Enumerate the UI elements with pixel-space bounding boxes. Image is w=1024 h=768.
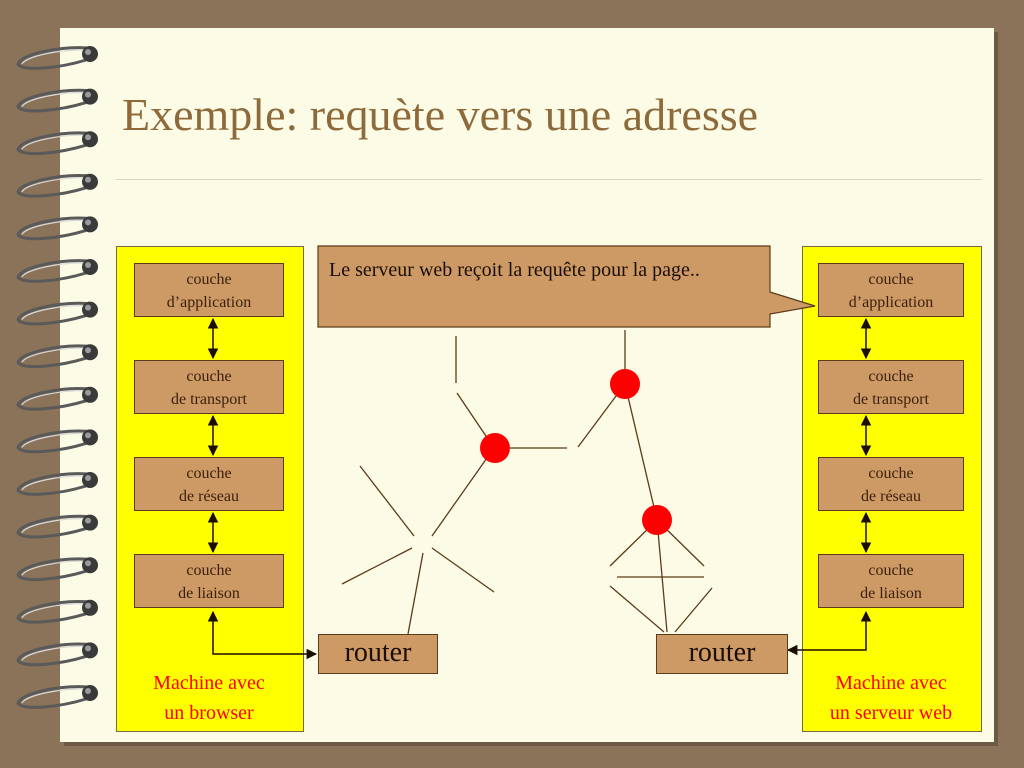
binding-ring <box>16 46 98 70</box>
left-layer-application: couche d’application <box>134 263 284 317</box>
callout-text: Le serveur web reçoit la requête pour la… <box>329 259 700 281</box>
layer-label: de liaison <box>178 585 240 602</box>
right-layer-transport: couche de transport <box>818 360 964 414</box>
binding-ring <box>16 344 98 368</box>
right-router: router <box>656 634 788 674</box>
binding-ring <box>16 514 98 539</box>
binding-ring <box>16 599 98 624</box>
layer-label: de transport <box>853 391 929 408</box>
binding-ring <box>16 131 98 155</box>
layer-label: couche <box>868 562 914 579</box>
left-machine-label: Machine avec un browser <box>118 668 300 728</box>
binding-ring <box>16 173 98 198</box>
binding-ring <box>16 429 98 454</box>
left-layer-link: couche de liaison <box>134 554 284 608</box>
machine-label-line: un browser <box>164 702 254 724</box>
network-link <box>359 465 415 537</box>
network-link <box>431 447 495 537</box>
binding-ring <box>16 642 98 667</box>
machine-label-line: un serveur web <box>829 702 953 724</box>
right-layer-application: couche d’application <box>818 263 964 317</box>
layer-label: couche <box>186 562 232 579</box>
network-link <box>656 519 668 633</box>
layer-label: couche <box>868 465 914 482</box>
network-node <box>642 505 672 535</box>
network-link <box>431 547 495 593</box>
binding-ring <box>16 301 98 326</box>
binding-ring <box>16 88 98 113</box>
layer-label: couche <box>186 368 232 385</box>
right-machine-label: Machine avec un serveur web <box>804 668 978 728</box>
binding-ring <box>16 685 98 709</box>
right-layer-network: couche de réseau <box>818 457 964 511</box>
binding-ring <box>16 386 98 411</box>
callout-bubble <box>317 245 816 328</box>
layer-label: d’application <box>166 294 252 311</box>
layer-label: de liaison <box>860 585 922 602</box>
network-link <box>407 552 424 635</box>
layer-label: de réseau <box>179 488 239 505</box>
network-link <box>609 585 665 633</box>
layer-label: couche <box>868 271 914 288</box>
network-link <box>624 383 658 521</box>
left-layer-transport: couche de transport <box>134 360 284 414</box>
network-link <box>674 587 713 633</box>
network-link <box>341 547 413 585</box>
layer-label: de réseau <box>861 488 921 505</box>
network-node <box>480 433 510 463</box>
binding-ring <box>16 259 98 283</box>
layer-label: couche <box>186 271 232 288</box>
binding-ring <box>16 216 98 241</box>
layer-label: couche <box>186 465 232 482</box>
binding-ring <box>16 472 98 496</box>
binding-ring <box>16 557 98 581</box>
left-layer-network: couche de réseau <box>134 457 284 511</box>
layer-label: couche <box>868 368 914 385</box>
right-link-to-router-arrow <box>786 610 872 656</box>
machine-label-line: Machine avec <box>835 672 947 694</box>
machine-label-line: Machine avec <box>153 672 265 694</box>
title-divider <box>116 179 982 180</box>
network-node <box>610 369 640 399</box>
slide-title: Exemple: requète vers une adresse <box>122 89 759 140</box>
left-link-to-router-arrow <box>207 610 318 660</box>
layer-label: d’application <box>848 294 934 311</box>
right-layer-link: couche de liaison <box>818 554 964 608</box>
left-router: router <box>318 634 438 674</box>
layer-label: de transport <box>171 391 247 408</box>
